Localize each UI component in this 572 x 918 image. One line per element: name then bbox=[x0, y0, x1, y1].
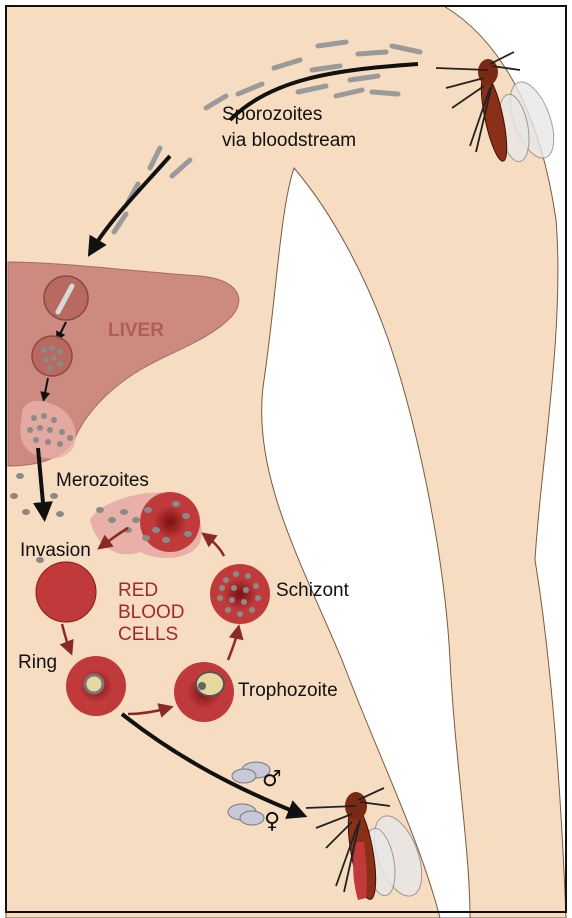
female-symbol: ♀ bbox=[264, 809, 280, 834]
label-liver: LIVER bbox=[108, 320, 164, 341]
label-rbc-line3: CELLS bbox=[118, 624, 178, 645]
label-schizont: Schizont bbox=[276, 580, 350, 601]
invasion-cell bbox=[36, 562, 96, 622]
schizont-cell bbox=[210, 564, 270, 624]
label-merozoites: Merozoites bbox=[56, 470, 149, 491]
liver-cell-2 bbox=[32, 336, 72, 376]
label-rbc-line2: BLOOD bbox=[118, 602, 185, 623]
label-trophozoite: Trophozoite bbox=[238, 680, 338, 701]
male-symbol: ♂ bbox=[262, 767, 282, 792]
label-sporozoites-line2: via bloodstream bbox=[222, 130, 356, 151]
trophozoite-cell bbox=[174, 662, 234, 722]
label-sporozoites-line1: Sporozoites bbox=[222, 104, 322, 125]
label-invasion: Invasion bbox=[20, 540, 91, 561]
label-rbc-line1: RED bbox=[118, 580, 158, 601]
label-ring: Ring bbox=[18, 652, 57, 673]
ring-cell bbox=[66, 656, 126, 716]
liver-cell-1 bbox=[44, 276, 88, 320]
